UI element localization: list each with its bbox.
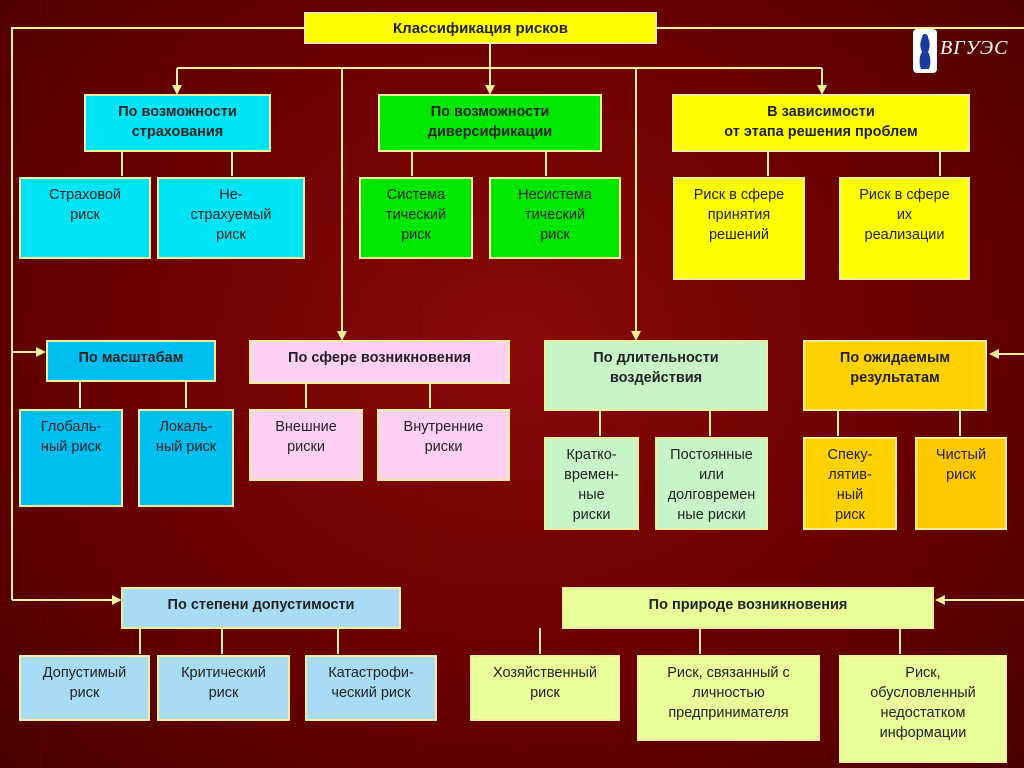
catastrophic-risk-box: Катастрофи- ческий риск — [305, 655, 437, 721]
critical-risk-box: Критический риск — [157, 655, 290, 721]
speculative-risk-box: Спеку- лятив- ный риск — [803, 437, 897, 530]
university-logo: ВГУЭС — [912, 28, 1012, 76]
stage-header: В зависимости от этапа решения проблем — [672, 94, 970, 152]
internal-risks-box: Внутренние риски — [377, 409, 510, 481]
logo-text: ВГУЭС — [940, 37, 1009, 59]
insurable-risk-box: Страховой риск — [19, 177, 151, 259]
duration-header: По длительности воздействия — [544, 340, 768, 411]
long-term-risks-box: Постоянные или долговремен ные риски — [655, 437, 768, 530]
expected-results-header: По ожидаемым результатам — [803, 340, 987, 411]
diagram-title: Классификация рисков — [304, 12, 657, 44]
global-risk-box: Глобаль- ный риск — [19, 409, 123, 507]
emblem-icon — [913, 29, 937, 73]
background-stripe — [420, 0, 421, 768]
sphere-header: По сфере возникновения — [249, 340, 510, 384]
nature-header: По природе возникновения — [562, 587, 934, 629]
implementation-risk-box: Риск в сфере их реализации — [839, 177, 970, 280]
background-stripe — [40, 0, 41, 768]
acceptable-risk-box: Допустимый риск — [19, 655, 150, 721]
tolerance-header: По степени допустимости — [121, 587, 401, 629]
systematic-risk-box: Система тический риск — [359, 177, 473, 259]
external-risks-box: Внешние риски — [249, 409, 363, 481]
decision-risk-box: Риск в сфере принятия решений — [673, 177, 805, 280]
diversification-header: По возможности диверсификации — [378, 94, 602, 152]
information-risk-box: Риск, обусловленный недостатком информац… — [839, 655, 1007, 763]
scale-header: По масштабам — [46, 340, 216, 382]
local-risk-box: Локаль- ный риск — [138, 409, 234, 507]
uninsurable-risk-box: Не- страхуемый риск — [157, 177, 305, 259]
unsystematic-risk-box: Несистема тический риск — [489, 177, 621, 259]
pure-risk-box: Чистый риск — [915, 437, 1007, 530]
economic-risk-box: Хозяйственный риск — [470, 655, 620, 721]
insurance-header: По возможности страхования — [84, 94, 271, 152]
entrepreneur-risk-box: Риск, связанный с личностью предпринимат… — [637, 655, 820, 741]
short-term-risks-box: Кратко- времен- ные риски — [544, 437, 639, 530]
background-stripe — [190, 0, 191, 768]
